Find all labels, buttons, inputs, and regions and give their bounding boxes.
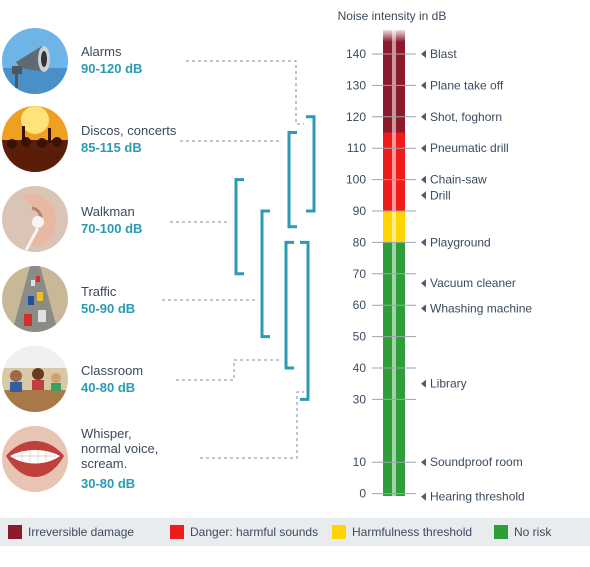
legend-item-threshold: Harmfulness threshold xyxy=(332,524,482,540)
legend-swatch-irreversible xyxy=(8,525,22,539)
tick-label: 60 xyxy=(353,298,367,312)
source-name-discos: Discos, concerts xyxy=(81,123,177,138)
example-pointer-icon xyxy=(421,81,426,90)
tick-label: 40 xyxy=(353,361,367,375)
bar-highlight xyxy=(392,30,396,496)
legend-swatch-no-risk xyxy=(494,525,508,539)
source-range-traffic: 50-90 dB xyxy=(81,301,136,316)
example-pointer-icon xyxy=(421,304,426,313)
source-connector xyxy=(186,60,304,125)
tick-label: 90 xyxy=(353,204,367,218)
classroom-icon xyxy=(2,346,68,412)
source-range-classroom: 40-80 dB xyxy=(81,380,136,395)
example-label: Playground xyxy=(430,235,491,249)
example-pointer-icon xyxy=(421,191,426,200)
range-bracket xyxy=(287,131,297,229)
example-pointer-icon xyxy=(421,379,426,388)
example-label: Soundproof room xyxy=(430,455,523,469)
legend-label-threshold: Harmfulness threshold xyxy=(352,525,473,539)
mouth-icon xyxy=(2,426,68,492)
example-pointer-icon xyxy=(421,112,426,121)
source-range-alarms: 90-120 dB xyxy=(81,61,143,76)
source-connector xyxy=(200,391,304,459)
example-pointer-icon xyxy=(421,175,426,184)
tick-label: 50 xyxy=(353,330,367,344)
example-pointer-icon xyxy=(421,279,426,288)
tick-label: 100 xyxy=(346,173,366,187)
earphone-icon xyxy=(2,186,68,252)
source-name-traffic: Traffic xyxy=(81,284,117,299)
source-range-walkman: 70-100 dB xyxy=(81,221,143,236)
example-pointer-icon xyxy=(421,492,426,501)
tick-label: 70 xyxy=(353,267,367,281)
example-label: Shot, foghorn xyxy=(430,110,502,124)
tick-label: 130 xyxy=(346,78,366,92)
tick-label: 120 xyxy=(346,110,366,124)
source-range-voice: 30-80 dB xyxy=(81,476,136,491)
source-range-discos: 85-115 dB xyxy=(81,140,142,155)
range-bracket xyxy=(260,209,270,339)
example-label: Chain-saw xyxy=(430,173,487,187)
range-brackets xyxy=(234,115,316,401)
example-label: Whashing machine xyxy=(430,301,532,315)
range-bracket xyxy=(306,115,316,213)
source-connectors xyxy=(162,60,304,459)
range-bracket xyxy=(234,178,244,276)
range-bracket xyxy=(300,240,310,401)
example-label: Pneumatic drill xyxy=(430,141,509,155)
tick-label: 110 xyxy=(347,141,366,155)
tick-label: 30 xyxy=(353,392,367,406)
tick-label: 80 xyxy=(353,235,367,249)
source-name-voice: Whisper, normal voice, scream. xyxy=(81,426,159,471)
legend: Irreversible damage Danger: harmful soun… xyxy=(0,518,590,546)
axis-title: Noise intensity in dB xyxy=(338,9,447,23)
noise-scale-bar xyxy=(383,30,405,496)
bar-top-fade xyxy=(380,28,406,42)
example-pointer-icon xyxy=(421,238,426,247)
example-label: Plane take off xyxy=(430,78,504,92)
tick-label: 10 xyxy=(353,455,367,469)
legend-label-irreversible: Irreversible damage xyxy=(28,525,135,539)
example-pointer-icon xyxy=(421,144,426,153)
legend-swatch-danger xyxy=(170,525,184,539)
example-label: Drill xyxy=(430,188,451,202)
traffic-icon xyxy=(2,266,68,332)
legend-swatch-threshold xyxy=(332,525,346,539)
concert-crowd-icon xyxy=(2,106,68,172)
example-label: Hearing threshold xyxy=(430,490,525,504)
legend-label-no-risk: No risk xyxy=(514,525,552,539)
example-label: Vacuum cleaner xyxy=(430,276,516,290)
legend-label-danger: Danger: harmful sounds xyxy=(190,525,319,539)
example-label: Blast xyxy=(430,47,457,61)
source-name-classroom: Classroom xyxy=(81,363,144,378)
source-name-walkman: Walkman xyxy=(81,204,135,219)
source-connector xyxy=(176,359,280,381)
range-bracket xyxy=(284,240,294,370)
source-name-alarms: Alarms xyxy=(81,44,122,59)
legend-item-danger: Danger: harmful sounds xyxy=(170,524,335,540)
example-pointer-icon xyxy=(421,50,426,58)
tick-label: 0 xyxy=(359,487,366,501)
siren-icon xyxy=(2,28,68,94)
tick-label: 140 xyxy=(346,47,366,61)
legend-item-irreversible: Irreversible damage xyxy=(8,524,158,540)
example-pointer-icon xyxy=(421,458,426,467)
legend-item-no-risk: No risk xyxy=(494,524,584,540)
example-label: Library xyxy=(430,377,467,391)
